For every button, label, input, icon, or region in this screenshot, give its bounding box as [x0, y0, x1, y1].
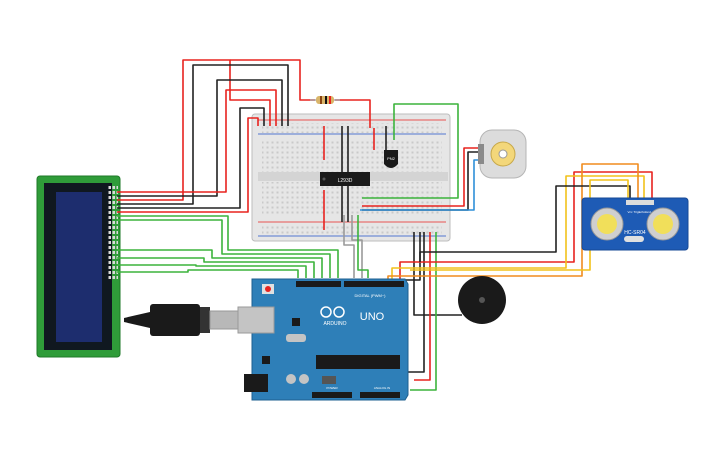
wire-green-5: [117, 264, 307, 278]
wire-black-bz1: [413, 232, 462, 316]
arduino-header-label: DIGITAL (PWM~): [355, 293, 387, 298]
wire-black-right: [408, 232, 425, 373]
wire-green-2: [117, 219, 331, 278]
wire-gray-1: [343, 215, 355, 278]
arduino-uno-label: UNO: [360, 311, 385, 323]
piezo-buzzer[interactable]: [458, 276, 506, 324]
transistor-label: PN2: [387, 156, 396, 161]
lcd-display[interactable]: [36, 175, 121, 358]
wire-green-right: [410, 232, 437, 391]
wire-red-resistor-right: [335, 99, 371, 128]
transistor[interactable]: PN2: [384, 150, 398, 168]
ultrasonic-label: HC-SR04: [624, 230, 646, 236]
wire-red-resistor: [230, 59, 315, 101]
driver-ic[interactable]: L293D: [320, 172, 370, 186]
ultrasonic-sensor[interactable]: Vcc Trig Echo Gnd HC-SR04: [581, 197, 689, 251]
arduino-brand: ARDUINO: [323, 321, 346, 327]
wire-green-6: [117, 269, 299, 278]
wire-red-3: [117, 117, 259, 213]
wire-red-us: [399, 171, 653, 282]
wire-yellow-us: [391, 175, 645, 282]
wire-yellow-us2: [410, 179, 629, 271]
ultrasonic-pin-gnd: Gnd: [645, 210, 651, 214]
wire-red-motor: [362, 147, 484, 207]
ultrasonic-pin-vcc: Vcc: [627, 210, 633, 214]
wire-red-right: [414, 232, 431, 381]
ultrasonic-pin-echo: Echo: [639, 210, 646, 214]
usb-plug[interactable]: [124, 304, 239, 336]
wire-black-us: [419, 185, 631, 262]
wires: [117, 59, 653, 392]
wire-green-3: [117, 249, 323, 278]
dc-motor[interactable]: [478, 129, 527, 179]
wire-black-3: [117, 107, 265, 209]
wire-green-bb: [357, 215, 369, 278]
arduino-uno[interactable]: DIGITAL (PWM~) ARDUINO UNO POWER ANALOG …: [237, 278, 409, 401]
arduino-power-label: POWER: [326, 386, 338, 390]
wire-gray-2: [351, 215, 363, 278]
wire-red-2: [117, 89, 277, 193]
arduino-analog-label: ANALOG IN: [374, 386, 390, 390]
wire-black-top: [117, 64, 289, 205]
driver-ic-label: L293D: [338, 178, 353, 184]
wire-green-1: [117, 215, 339, 278]
wire-green-motor: [362, 103, 459, 199]
wire-green-4: [117, 257, 315, 278]
wire-black-2: [117, 79, 283, 197]
resistor[interactable]: [310, 96, 340, 104]
arduino-logo-icon: [320, 306, 345, 318]
ultrasonic-pin-trig: Trig: [633, 210, 638, 214]
